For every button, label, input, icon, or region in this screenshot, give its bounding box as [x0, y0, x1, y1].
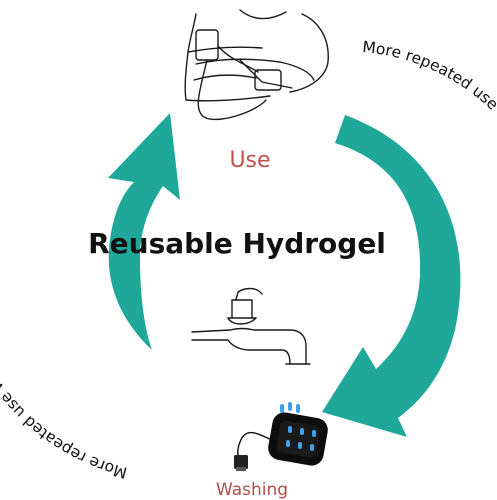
use-label: Use	[229, 148, 270, 173]
washing-label: Washing	[216, 480, 288, 500]
hydrogel-device-icon	[234, 412, 328, 471]
cycle-arrow-left	[108, 113, 180, 386]
person-with-electrode-pad-icon	[184, 9, 329, 121]
water-faucet-icon	[191, 287, 311, 365]
diagram-title: Reusable Hydrogel	[88, 227, 386, 260]
left-curved-caption: More repeated use without diminished eff…	[0, 139, 129, 482]
cycle-arrow-right	[322, 115, 461, 437]
device-dots	[286, 426, 316, 451]
water-droplets-icon	[280, 402, 300, 413]
